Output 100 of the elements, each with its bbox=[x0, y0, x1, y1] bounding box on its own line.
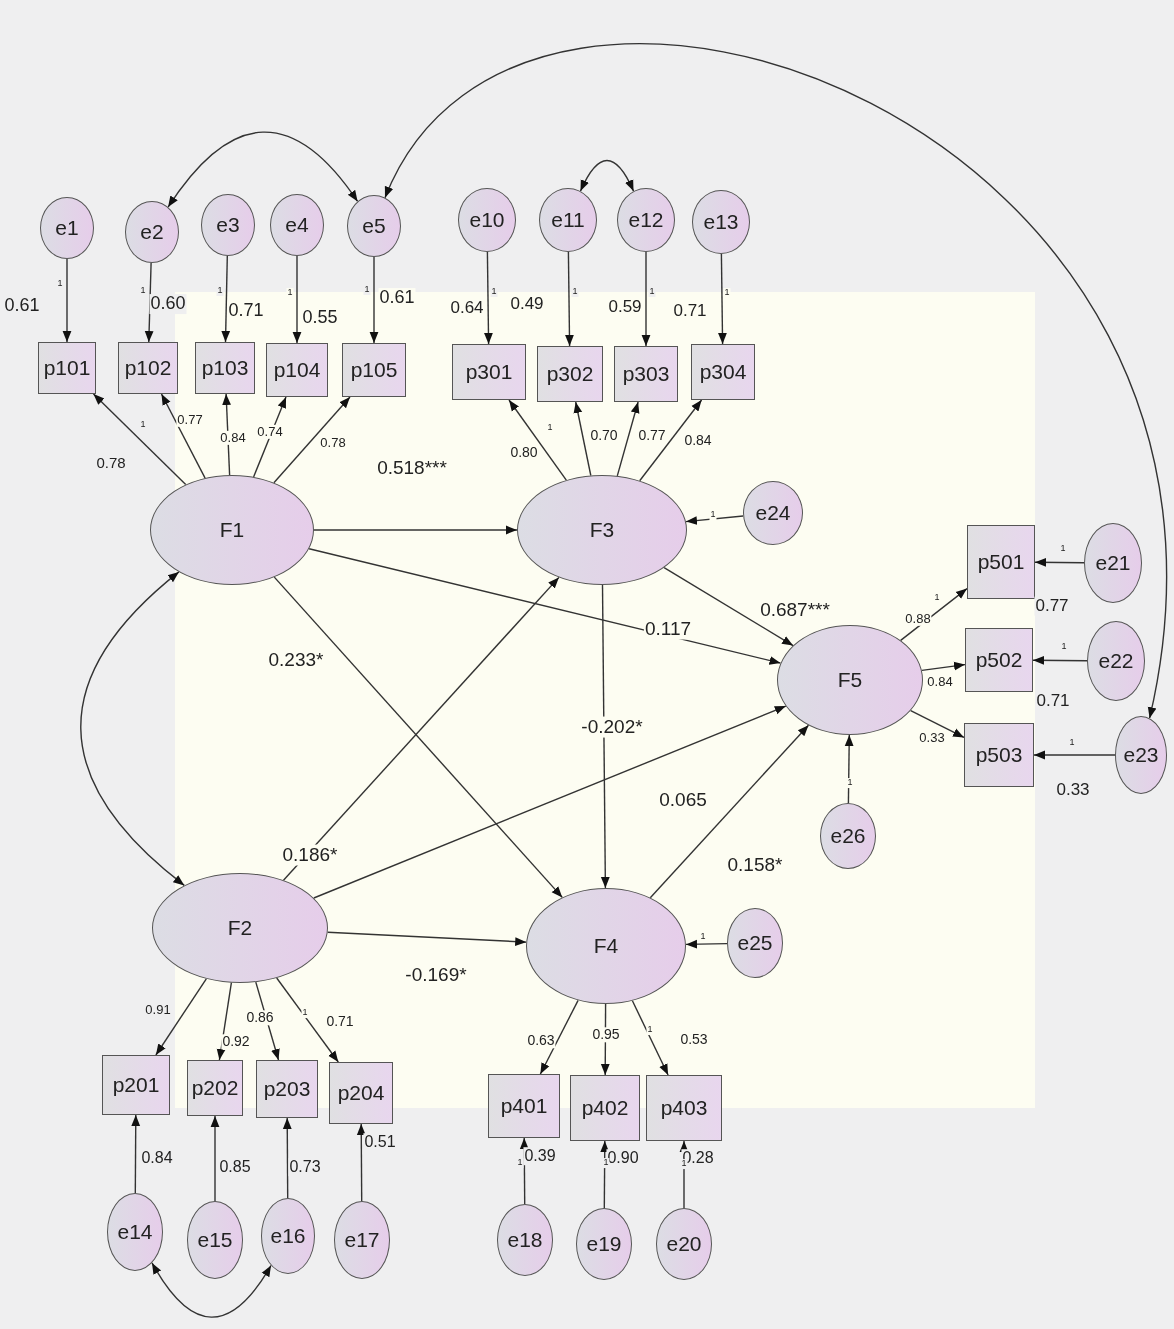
edge-label: 0.84 bbox=[219, 430, 247, 446]
double-headed-arrow bbox=[80, 571, 185, 887]
edge-label: -0.202* bbox=[580, 716, 644, 738]
path-arrow bbox=[327, 931, 527, 946]
path-arrow bbox=[273, 396, 351, 484]
path-arrow bbox=[484, 251, 493, 345]
variable-circle: e18 bbox=[497, 1204, 553, 1276]
value-label: 1 bbox=[301, 1008, 309, 1018]
indicator-box: p301 bbox=[452, 344, 526, 400]
path-arrow bbox=[663, 566, 794, 647]
edge-label: 0.92 bbox=[221, 1034, 251, 1050]
indicator-box: p402 bbox=[570, 1075, 640, 1141]
path-arrow bbox=[565, 251, 574, 347]
edge-label: 1 bbox=[723, 288, 731, 298]
double-headed-arrow bbox=[151, 1262, 272, 1318]
variable-circle: e5 bbox=[347, 195, 401, 257]
indicator-box: p102 bbox=[118, 342, 178, 394]
path-arrow bbox=[631, 1000, 669, 1076]
indicator-box: p403 bbox=[646, 1075, 722, 1141]
variable-circle: e3 bbox=[201, 194, 255, 256]
path-arrow bbox=[210, 1115, 220, 1202]
indicator-box: p503 bbox=[964, 723, 1034, 787]
edge-label: 1 bbox=[516, 1158, 524, 1168]
variable-circle: e17 bbox=[334, 1201, 390, 1279]
indicator-box: p101 bbox=[38, 342, 96, 394]
path-arrow bbox=[356, 1123, 366, 1202]
indicator-box: p401 bbox=[488, 1074, 560, 1138]
variable-circle: e15 bbox=[187, 1201, 243, 1279]
indicator-box: p502 bbox=[965, 628, 1033, 692]
path-arrow bbox=[573, 401, 592, 477]
double-headed-arrow bbox=[167, 131, 359, 208]
path-arrow bbox=[369, 256, 379, 344]
edge-label: 1 bbox=[699, 932, 707, 942]
indicator-box: p302 bbox=[537, 346, 603, 402]
path-arrow bbox=[92, 393, 187, 486]
indicator-box: p204 bbox=[329, 1062, 393, 1124]
indicator-box: p304 bbox=[691, 344, 755, 400]
variable-circle: e4 bbox=[270, 194, 324, 256]
edge-label: 1 bbox=[1059, 544, 1067, 554]
variable-circle: e20 bbox=[656, 1208, 712, 1280]
variable-circle: e22 bbox=[1087, 621, 1145, 701]
edge-label: 0.86 bbox=[245, 1010, 275, 1026]
edge-label: 1 bbox=[571, 287, 579, 297]
variable-circle: e11 bbox=[539, 188, 597, 252]
edge-label: 1 bbox=[1060, 642, 1068, 652]
variable-circle: e23 bbox=[1115, 716, 1167, 794]
edge-label: 0.77 bbox=[176, 412, 204, 428]
path-arrow bbox=[649, 724, 810, 899]
indicator-box: p501 bbox=[967, 525, 1035, 599]
path-arrow bbox=[313, 705, 787, 899]
path-arrow bbox=[508, 399, 567, 481]
path-arrow bbox=[313, 525, 518, 535]
variable-circle: e21 bbox=[1084, 523, 1142, 603]
edge-label: 1 bbox=[490, 287, 498, 297]
double-headed-arrow bbox=[579, 159, 635, 192]
variable-circle: e10 bbox=[458, 188, 516, 252]
path-arrow bbox=[921, 661, 966, 672]
path-arrow bbox=[221, 255, 231, 343]
edge-label: 1 bbox=[286, 288, 294, 298]
path-arrow bbox=[1033, 750, 1116, 760]
path-arrow bbox=[1032, 656, 1088, 665]
path-arrow bbox=[718, 253, 727, 345]
value-label: 1 bbox=[933, 593, 941, 603]
edge-label: 1 bbox=[602, 1158, 610, 1168]
path-arrow bbox=[292, 255, 302, 344]
edge-label: 1 bbox=[363, 285, 371, 295]
indicator-box: p202 bbox=[187, 1060, 243, 1116]
value-label: 1 bbox=[139, 420, 147, 430]
value-label: 1 bbox=[546, 423, 554, 433]
path-arrow bbox=[844, 734, 854, 804]
path-arrow bbox=[600, 1140, 610, 1209]
edge-label: 0.95 bbox=[591, 1027, 621, 1043]
indicator-box: p104 bbox=[266, 343, 328, 397]
variable-circle: e13 bbox=[692, 190, 750, 254]
edge-label: 1 bbox=[139, 286, 147, 296]
variable-circle: e16 bbox=[261, 1198, 315, 1274]
path-arrow bbox=[155, 978, 207, 1056]
path-arrow bbox=[222, 393, 231, 476]
value-label: 0.60 bbox=[149, 294, 187, 314]
path-arrow bbox=[131, 1114, 141, 1194]
variable-circle: e19 bbox=[576, 1208, 632, 1280]
path-arrow bbox=[641, 251, 651, 347]
variable-circle: e12 bbox=[617, 188, 675, 252]
indicator-box: p105 bbox=[342, 343, 406, 397]
path-arrow bbox=[539, 999, 579, 1075]
value-label: 0.39 bbox=[523, 1147, 557, 1165]
path-arrow bbox=[282, 1117, 292, 1199]
path-arrow bbox=[160, 393, 206, 479]
variable-circle: e2 bbox=[125, 201, 179, 263]
path-arrow bbox=[900, 587, 968, 642]
path-arrow bbox=[308, 548, 782, 665]
indicator-box: p201 bbox=[102, 1055, 170, 1115]
edge-label: 1 bbox=[648, 287, 656, 297]
variable-circle: e14 bbox=[107, 1193, 163, 1271]
path-arrow bbox=[685, 515, 744, 525]
indicator-box: p203 bbox=[256, 1060, 318, 1118]
value-label: 0.77 bbox=[1034, 596, 1070, 616]
path-arrow bbox=[910, 709, 965, 739]
path-arrow bbox=[600, 584, 610, 889]
edge-label: 0.88 bbox=[904, 611, 932, 627]
